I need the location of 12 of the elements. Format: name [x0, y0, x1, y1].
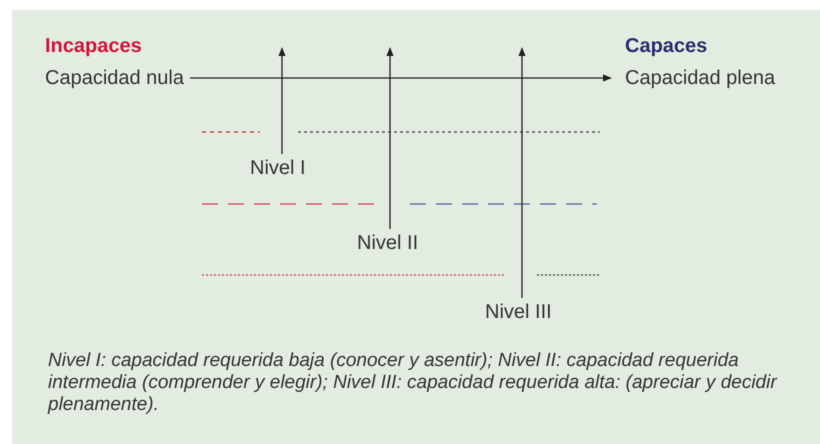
arrow	[518, 47, 526, 298]
label-text: Capacidad nula	[45, 66, 184, 90]
label-text: Nivel III	[485, 300, 552, 324]
label-text: Capacidad plena	[625, 66, 776, 90]
label-text: Nivel I	[250, 156, 306, 180]
label-text: Nivel II	[357, 231, 418, 255]
group-heading: Capaces	[625, 34, 708, 58]
arrow	[386, 47, 394, 229]
caption: Nivel I: capacidad requerida baja (conocer y asentir); Nivel II: capacidad requerida intermedia (comprender y elegir); Nivel III: capacidad requerida alta: (apreciar y decidir plenamente).	[48, 350, 778, 416]
arrow	[278, 47, 286, 154]
arrow	[190, 74, 612, 82]
group-heading: Incapaces	[45, 34, 143, 58]
